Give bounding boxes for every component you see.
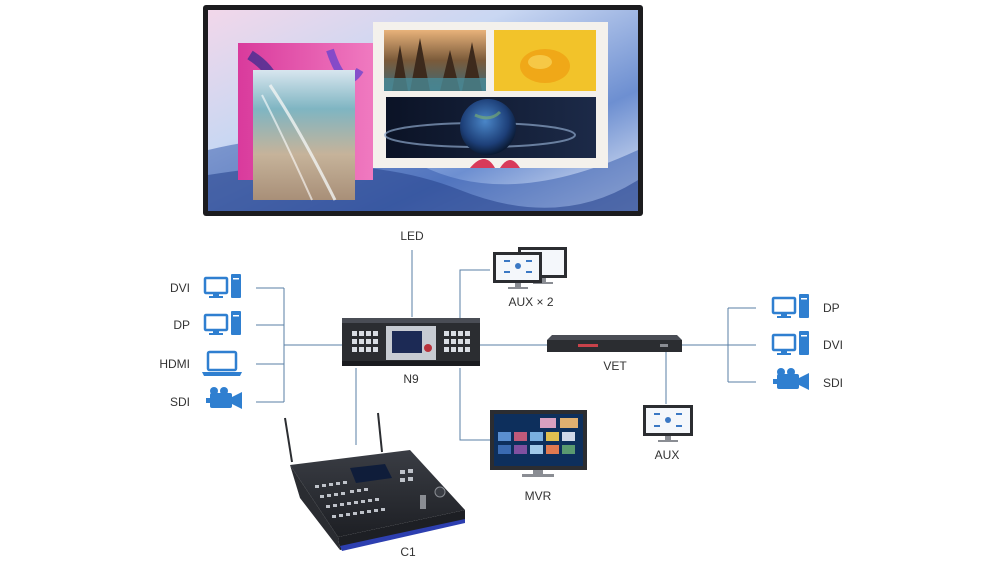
mvr-thumbnails — [498, 418, 578, 454]
mvr-label: MVR — [525, 489, 552, 503]
vet-device — [547, 335, 682, 352]
output-3: SDI — [773, 368, 843, 390]
input-2: DP — [173, 311, 241, 335]
output-label: DVI — [823, 338, 843, 352]
led-label: LED — [400, 229, 424, 243]
input-label: DVI — [170, 281, 190, 295]
desktop-computer-icon — [771, 294, 809, 318]
window-forest — [384, 30, 486, 91]
t-bar — [420, 495, 426, 509]
input-4: SDI — [170, 387, 242, 409]
input-3: HDMI — [159, 350, 242, 376]
line-n9-aux2 — [459, 269, 490, 320]
window-lemon — [494, 30, 596, 91]
c1-label: C1 — [400, 545, 416, 559]
input-1: DVI — [170, 274, 241, 298]
input-label: DP — [173, 318, 190, 332]
n9-processor — [342, 318, 480, 366]
aux2-monitors — [493, 247, 567, 289]
gooseneck-mic-right — [377, 412, 383, 453]
output-2: DVI — [771, 331, 843, 355]
led-wall-display — [203, 5, 643, 216]
c1-console — [284, 412, 465, 551]
mvr-monitor — [490, 410, 587, 477]
aux2-label: AUX × 2 — [508, 295, 553, 309]
desktop-computer-icon — [771, 331, 809, 355]
video-camera-icon — [206, 387, 242, 409]
monitor-front — [493, 252, 542, 289]
output-1: DP — [771, 294, 840, 318]
laptop-icon — [202, 350, 242, 376]
vet-indicator — [578, 344, 598, 347]
line-n9-mvr — [459, 368, 490, 441]
c1-screen — [350, 464, 392, 483]
input-label: HDMI — [159, 357, 190, 371]
window-planet — [384, 97, 596, 158]
video-camera-icon — [773, 368, 809, 390]
input-label: SDI — [170, 395, 190, 409]
n9-lcd-screen — [392, 331, 422, 353]
aux-monitor — [643, 405, 693, 442]
n9-knob — [424, 344, 432, 352]
window-beach — [253, 70, 355, 201]
n9-label: N9 — [403, 372, 419, 386]
output-label: DP — [823, 301, 840, 315]
aux-label: AUX — [655, 448, 680, 462]
desktop-computer-icon — [203, 274, 241, 298]
vet-label: VET — [603, 359, 627, 373]
desktop-computer-icon — [203, 311, 241, 335]
gooseneck-mic-left — [284, 417, 293, 463]
output-label: SDI — [823, 376, 843, 390]
joystick — [434, 486, 446, 498]
connection-lines — [256, 250, 756, 445]
